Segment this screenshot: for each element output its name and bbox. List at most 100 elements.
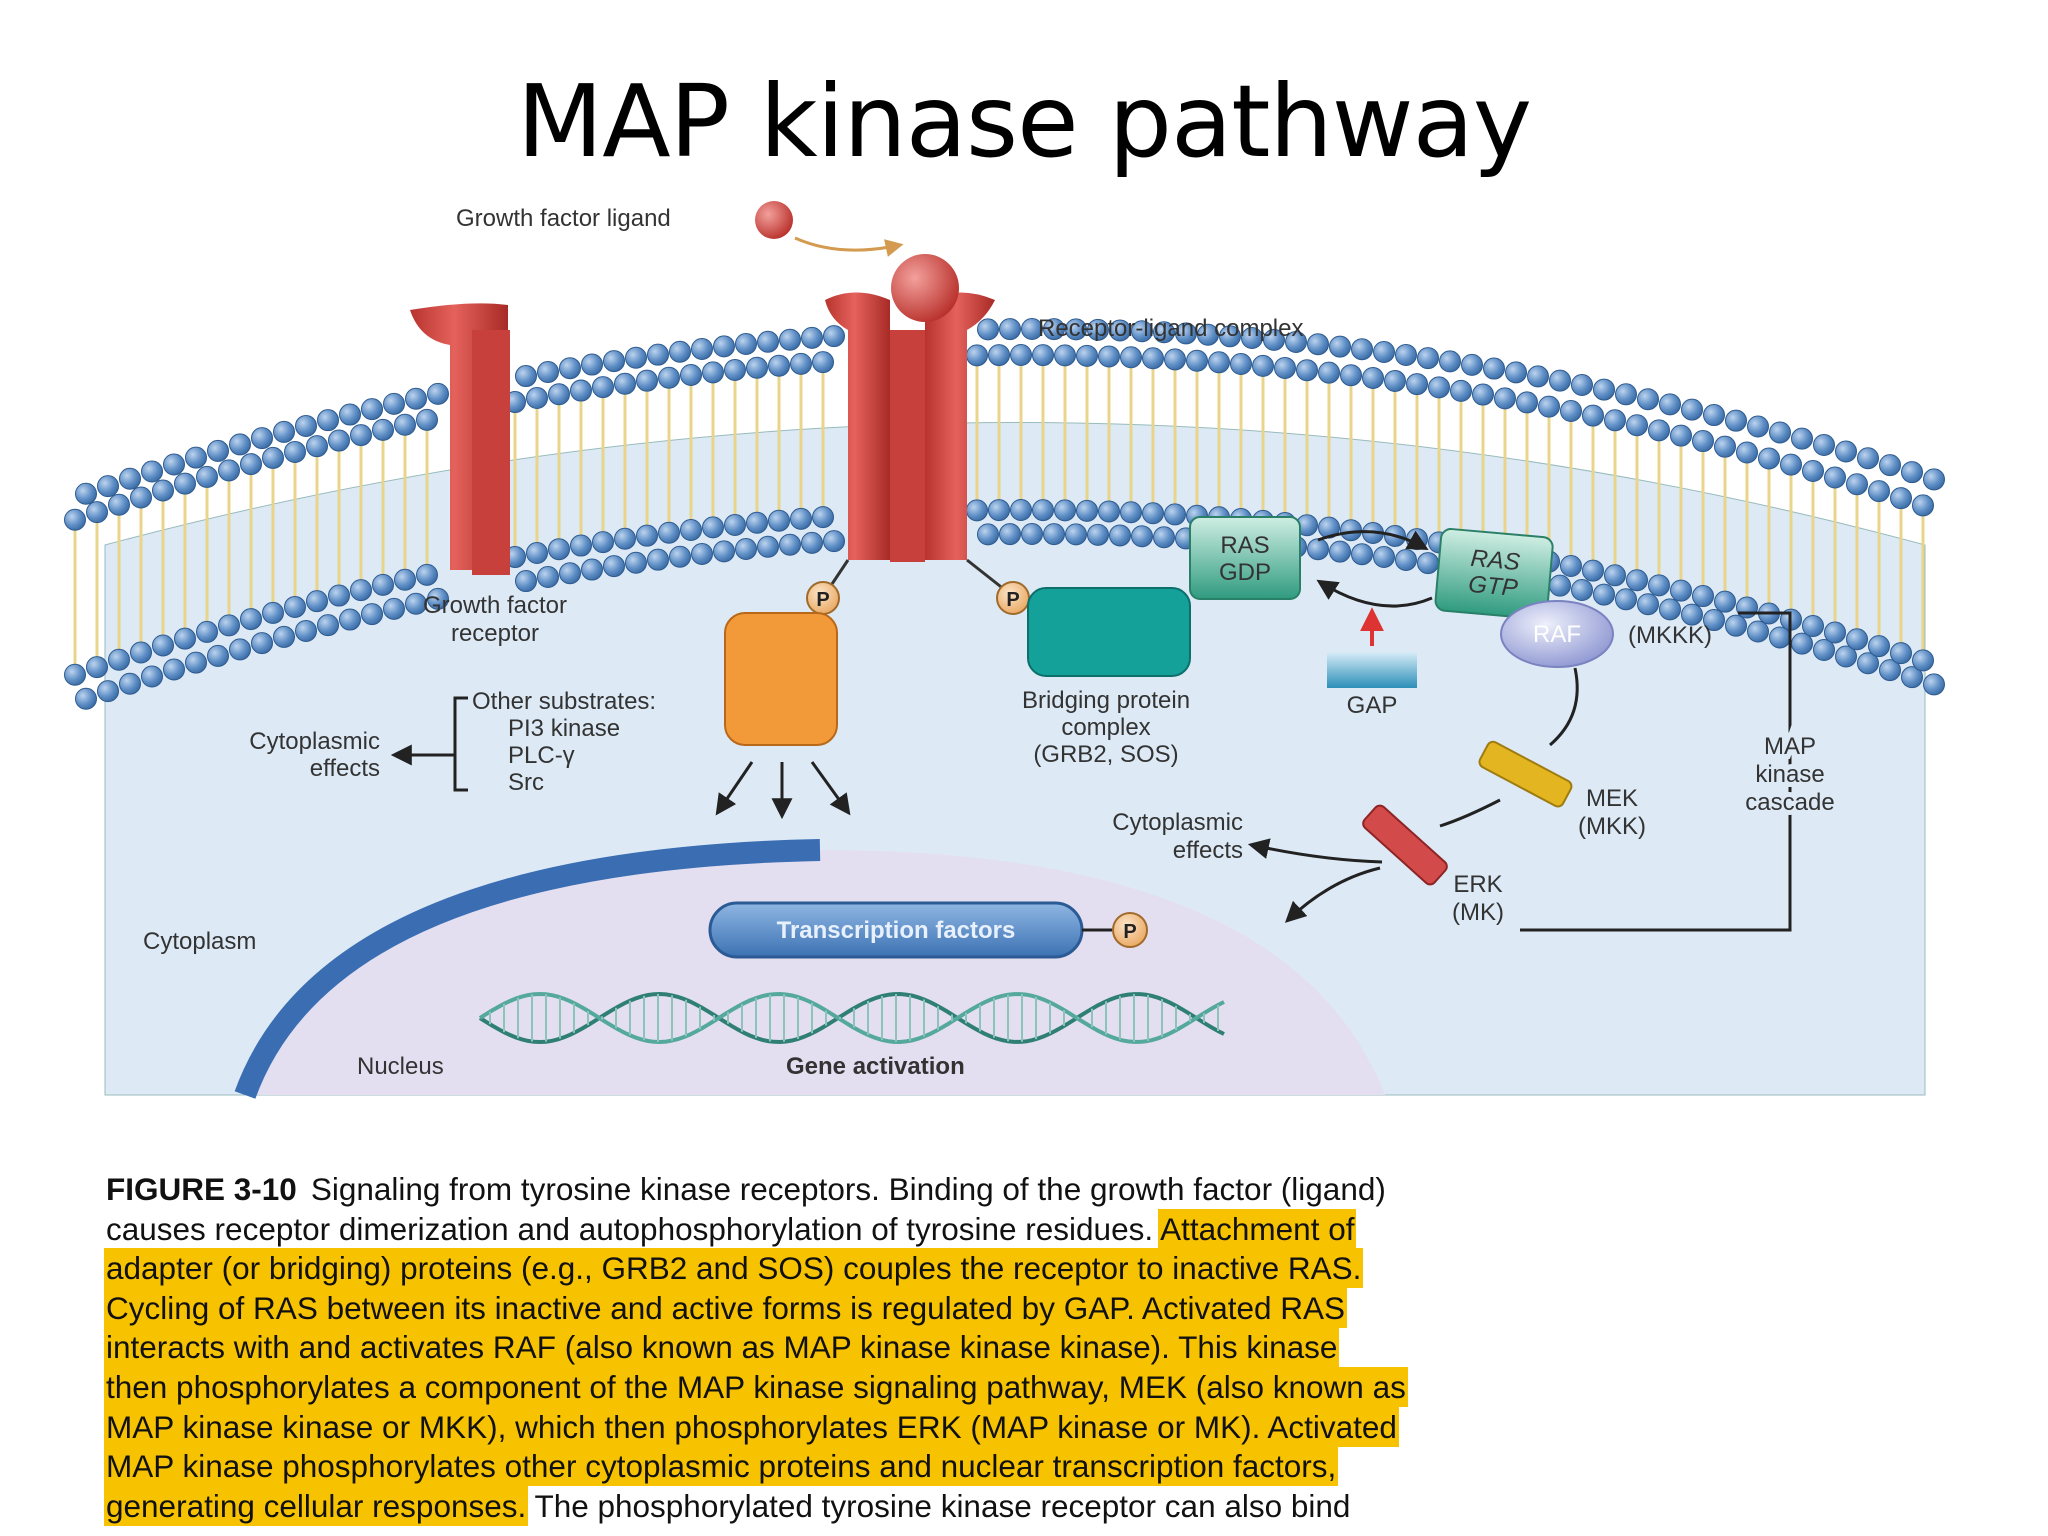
lipid-head bbox=[273, 625, 295, 648]
lipid-head bbox=[86, 501, 108, 524]
lipid-head bbox=[713, 335, 735, 358]
lipid-head bbox=[130, 486, 152, 509]
lipid-head bbox=[1648, 574, 1670, 597]
lipid-head bbox=[1714, 590, 1736, 613]
caption-highlight: then phosphorylates a component of the M… bbox=[106, 1368, 1406, 1405]
lipid-head bbox=[196, 620, 218, 643]
lipid-head bbox=[1351, 543, 1373, 566]
substrate-plc-gamma: PLC-γ bbox=[508, 742, 575, 769]
cytoplasmic-effects-left-label-2: effects bbox=[310, 755, 380, 782]
lipid-head bbox=[790, 352, 812, 375]
svg-text:Transcription factors: Transcription factors bbox=[777, 917, 1016, 944]
lipid-head bbox=[394, 413, 416, 436]
receptor-ligand-complex-label: Receptor-ligand complex bbox=[1038, 315, 1303, 342]
lipid-head bbox=[251, 632, 273, 655]
lipid-head bbox=[163, 453, 185, 476]
lipid-head bbox=[1593, 378, 1615, 401]
other-substrates-bracket bbox=[453, 696, 468, 792]
lipid-head bbox=[1186, 349, 1208, 372]
substrate-src: Src bbox=[508, 769, 544, 796]
lipid-head bbox=[647, 343, 669, 366]
ligand-arrow bbox=[794, 236, 904, 257]
raf-mek-link bbox=[1549, 667, 1579, 747]
lipid-head bbox=[702, 361, 724, 384]
lipid-head bbox=[1813, 433, 1835, 456]
lipid-head bbox=[625, 551, 647, 574]
lipid-head bbox=[1351, 338, 1373, 361]
lipid-head bbox=[1505, 361, 1527, 384]
lipid-head bbox=[1725, 409, 1747, 432]
svg-text:P: P bbox=[816, 589, 829, 611]
lipid-head bbox=[988, 499, 1010, 522]
lipid-head bbox=[1670, 424, 1692, 447]
lipid-head bbox=[284, 595, 306, 618]
lipid-head bbox=[1153, 526, 1175, 549]
lipid-head bbox=[240, 608, 262, 631]
lipid-head bbox=[966, 499, 988, 522]
lipid-head bbox=[1428, 376, 1450, 399]
lipid-head bbox=[229, 638, 251, 661]
lipid-head bbox=[372, 418, 394, 441]
ras-activation-arrow bbox=[1317, 530, 1429, 551]
lipid-head bbox=[317, 614, 339, 637]
lipid-head bbox=[1626, 414, 1648, 437]
lipid-head bbox=[383, 597, 405, 620]
lipid-head bbox=[306, 590, 328, 613]
lipid-head bbox=[1054, 344, 1076, 367]
receptor-ligand-complex bbox=[825, 254, 995, 562]
cytoplasmic-effects-left-label: Cytoplasmic bbox=[249, 728, 380, 755]
lipid-head bbox=[1076, 344, 1098, 367]
lipid-head bbox=[603, 555, 625, 578]
lipid-head bbox=[383, 392, 405, 415]
ras-gtp: RAS GTP bbox=[1434, 528, 1554, 620]
caption-line: generating cellular responses. The phosp… bbox=[106, 1487, 1351, 1524]
slide-title: MAP kinase pathway bbox=[516, 63, 1532, 180]
lipid-head bbox=[1197, 323, 1219, 346]
lipid-head bbox=[1857, 447, 1879, 470]
lipid-head bbox=[262, 601, 284, 624]
lipid-head bbox=[526, 387, 548, 410]
caption-highlight: adapter (or bridging) proteins (e.g., GR… bbox=[106, 1250, 1362, 1287]
dna-strand bbox=[478, 991, 1225, 1045]
lipid-head bbox=[1857, 652, 1879, 675]
erk-protein bbox=[1362, 804, 1448, 886]
lipid-head bbox=[1527, 365, 1549, 388]
lipid-head bbox=[1659, 393, 1681, 416]
lipid-head bbox=[1736, 441, 1758, 464]
membrane-tails bbox=[73, 363, 1925, 667]
lipid-head bbox=[592, 531, 614, 554]
lipid-head bbox=[284, 440, 306, 463]
lipid-head bbox=[1362, 366, 1384, 389]
lipid-head bbox=[416, 408, 438, 431]
lipid-head bbox=[405, 387, 427, 410]
lipid-head bbox=[1065, 523, 1087, 546]
lipid-head bbox=[1021, 523, 1043, 546]
lipid-head bbox=[1604, 409, 1626, 432]
lipid-head bbox=[75, 687, 97, 710]
caption-line: Cycling of RAS between its inactive and … bbox=[106, 1289, 1986, 1329]
lipid-head bbox=[317, 409, 339, 432]
lipid-head bbox=[768, 354, 790, 377]
lipid-head bbox=[823, 530, 845, 553]
lipid-head bbox=[1791, 427, 1813, 450]
lipid-head bbox=[174, 472, 196, 495]
substrate-protein bbox=[724, 612, 838, 746]
lipid-head bbox=[1637, 593, 1659, 616]
lipid-head bbox=[1241, 327, 1263, 350]
growth-factor-ligand-label: Growth factor ligand bbox=[456, 205, 671, 232]
lipid-head bbox=[988, 344, 1010, 367]
lipid-head bbox=[1472, 383, 1494, 406]
lipid-head bbox=[1098, 345, 1120, 368]
lipid-head bbox=[669, 340, 691, 363]
lipid-head bbox=[328, 429, 350, 452]
lipid-head bbox=[141, 665, 163, 688]
phospho-badge: P bbox=[996, 581, 1030, 615]
lipid-head bbox=[1043, 523, 1065, 546]
lipid-head bbox=[1384, 369, 1406, 392]
lipid-head bbox=[1153, 321, 1175, 344]
lipid-head bbox=[196, 465, 218, 488]
lipid-head bbox=[1813, 638, 1835, 661]
lipid-head bbox=[108, 648, 130, 671]
receptor-link bbox=[966, 558, 1006, 592]
